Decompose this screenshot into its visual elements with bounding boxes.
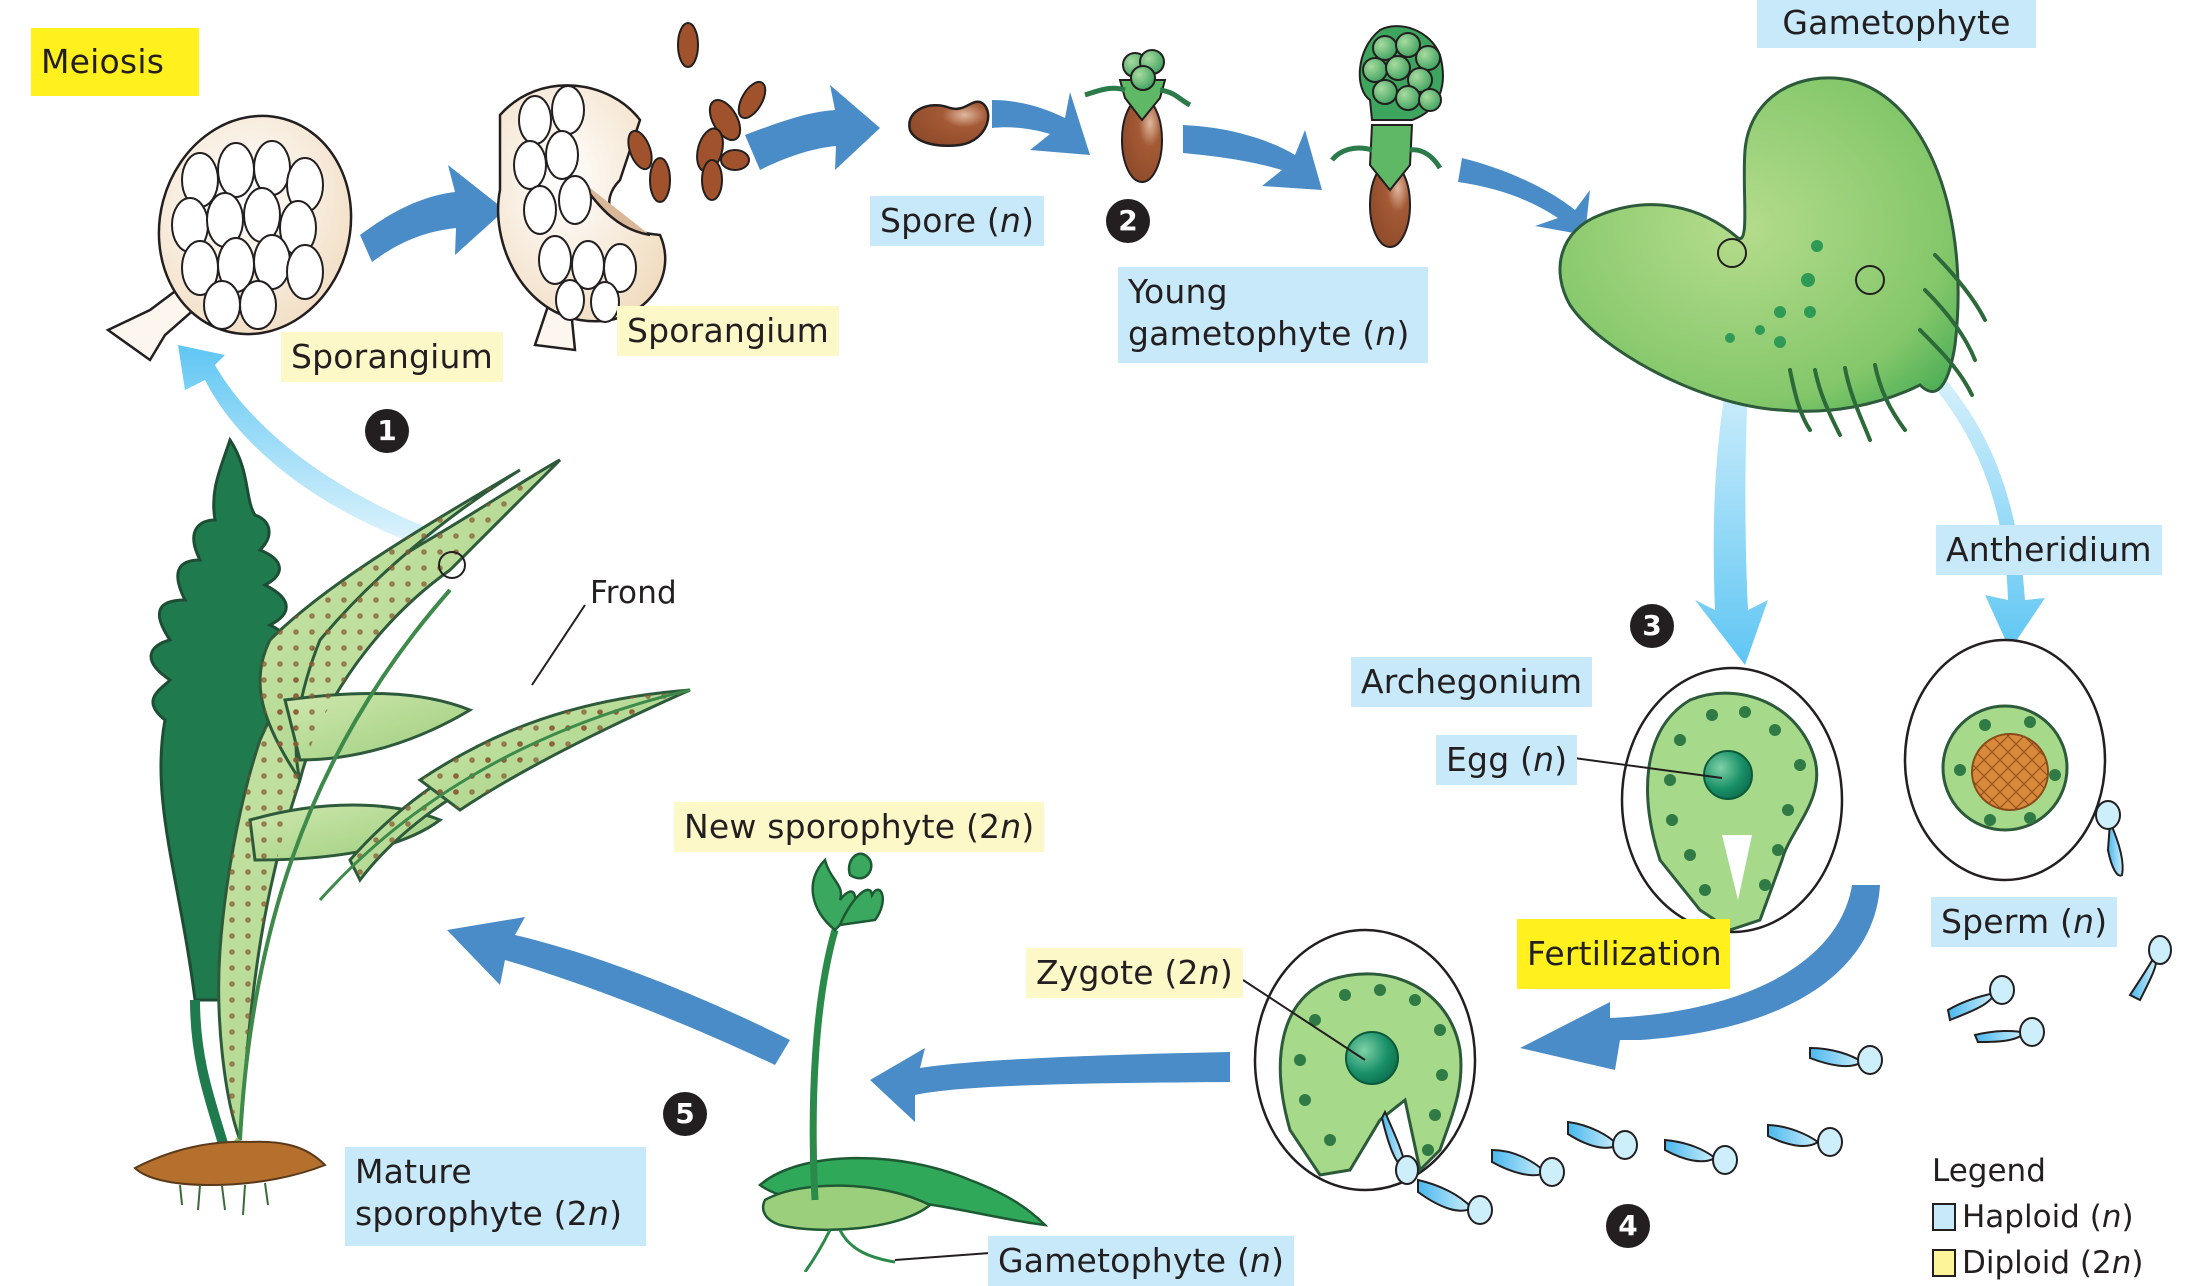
frond-label: Frond [590, 575, 677, 611]
young-gametophyte-large [1330, 25, 1444, 248]
antheridium-illustration [1903, 638, 2124, 882]
young-gametophyte-label-line1: Young [1128, 272, 1228, 311]
legend-item-diploid: Diploid (2n) [1932, 1240, 2143, 1286]
young-gametophyte-label-line2: gametophyte (n) [1128, 314, 1410, 353]
legend-item-haploid-label: Haploid (n) [1962, 1199, 2134, 1235]
antheridium-label: Antheridium [1936, 525, 2162, 575]
step-badge-4: 4 [1606, 1204, 1650, 1248]
egg-label: Egg (n) [1436, 735, 1578, 785]
mature-sporophyte-label-line1: Mature [355, 1152, 472, 1191]
archegonium-illustration [1573, 666, 1844, 934]
young-gametophyte-small [1084, 49, 1192, 183]
gametophyte-bottom-label: Gametophyte (n) [988, 1236, 1295, 1286]
arrow-spore-to-young-gametophyte [992, 92, 1090, 155]
arrow-sporangium-to-open-sporangium [360, 165, 505, 262]
sporangium-open [496, 22, 767, 352]
arrow-new-to-mature-sporophyte [447, 917, 790, 1065]
diploid-swatch [1932, 1249, 1956, 1277]
mature-sporophyte-illustration [133, 436, 691, 1216]
legend-item-diploid-label: Diploid (2n) [1962, 1245, 2144, 1281]
mature-sporophyte-label: Mature sporophyte (2n) [345, 1147, 646, 1246]
arrow-gametophyte-to-archegonium [1695, 320, 1768, 665]
arrow-fertilization [1520, 885, 1880, 1070]
new-sporophyte-label: New sporophyte (2n) [674, 802, 1045, 852]
step-badge-3: 3 [1630, 604, 1674, 648]
legend-title: Legend [1932, 1153, 2046, 1189]
legend: Legend Haploid (n) Diploid (2n) [1932, 1148, 2143, 1286]
mature-sporophyte-label-line2: sporophyte (2n) [355, 1194, 623, 1233]
gametophyte-top-label: Gametophyte [1757, 0, 2036, 48]
zygote-label: Zygote (2n) [1026, 948, 1243, 998]
legend-item-haploid: Haploid (n) [1932, 1194, 2143, 1240]
spore [908, 100, 990, 147]
sperm-cell [2095, 800, 2124, 877]
step-badge-5: 5 [663, 1092, 707, 1136]
spore-label: Spore (n) [870, 196, 1045, 246]
zygote-illustration [1242, 928, 1477, 1192]
sporangium-label-2: Sporangium [617, 306, 839, 356]
fertilization-label: Fertilization [1517, 919, 1730, 989]
arrow-to-gametophyte [1458, 158, 1590, 235]
archegonium-label: Archegonium [1351, 657, 1593, 707]
step-badge-1: 1 [365, 409, 409, 453]
meiosis-label: Meiosis [31, 28, 199, 96]
arrow-zygote-to-new-sporophyte [870, 1048, 1230, 1122]
sperm-label: Sperm (n) [1931, 897, 2118, 947]
step-badge-2: 2 [1106, 199, 1150, 243]
sperm-swarm [1417, 935, 2172, 1225]
arrow-young-to-older-gametophyte [1183, 125, 1322, 190]
arrow-sporangium-to-spore [745, 85, 880, 170]
new-sporophyte-illustration [758, 852, 1049, 1272]
sporangium-label-1: Sporangium [281, 332, 503, 382]
cycle-arrows [360, 85, 1880, 1122]
young-gametophyte-label: Young gametophyte (n) [1118, 267, 1428, 363]
haploid-swatch [1932, 1203, 1956, 1231]
sporangium-closed [105, 114, 353, 362]
soil [133, 1140, 327, 1187]
gametophyte-heart [1558, 76, 1987, 442]
